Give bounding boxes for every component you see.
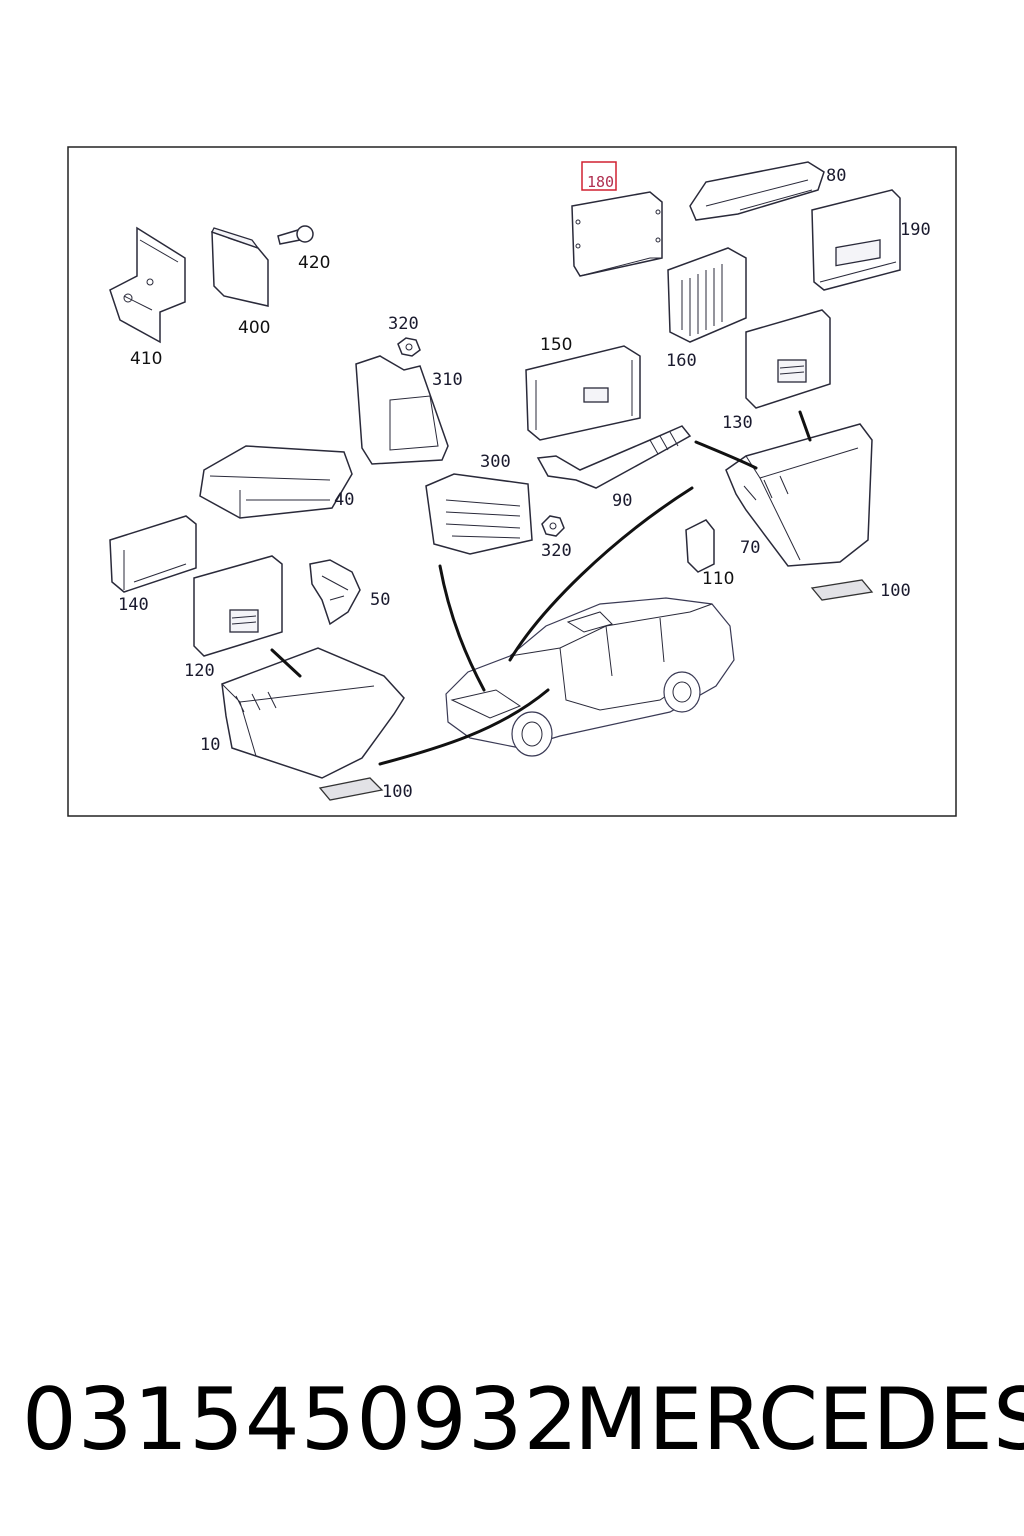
part-100-pad-right <box>810 579 874 601</box>
part-150-module <box>525 345 641 441</box>
part-320-nut-lower <box>541 515 565 537</box>
label-80: 80 <box>826 166 846 186</box>
label-110: 110 <box>702 569 734 589</box>
label-100-right: 100 <box>880 581 911 601</box>
part-70-housing <box>725 423 873 567</box>
part-320-nut-top <box>397 337 421 357</box>
label-140: 140 <box>118 595 149 615</box>
part-40-module <box>199 445 353 519</box>
diagram-frame <box>67 146 957 817</box>
highlight-box-180 <box>581 161 617 191</box>
label-120: 120 <box>184 661 215 681</box>
label-300: 300 <box>480 452 511 472</box>
car-illustration <box>445 597 735 757</box>
label-40: 40 <box>334 490 354 510</box>
part-80-cover <box>689 161 825 221</box>
part-180-module <box>571 191 663 277</box>
part-10-housing <box>221 647 405 779</box>
label-10: 10 <box>200 735 220 755</box>
part-300-module <box>425 473 533 555</box>
label-310: 310 <box>432 370 463 390</box>
label-410: 410 <box>130 349 162 369</box>
label-50: 50 <box>370 590 390 610</box>
brand-name: MERCEDES <box>574 1370 1024 1470</box>
part-110-clip <box>685 519 715 573</box>
part-120-module <box>193 555 283 657</box>
part-100-pad-left <box>318 777 384 801</box>
parts-diagram: 410 400 420 180 80 190 160 <box>67 146 957 817</box>
label-420: 420 <box>298 253 330 273</box>
label-400: 400 <box>238 318 270 338</box>
part-310-bracket <box>355 355 449 465</box>
part-130-module <box>745 309 831 409</box>
part-140-module <box>109 515 197 593</box>
part-90-duct <box>536 425 692 489</box>
label-180: 180 <box>587 173 614 191</box>
part-190-module <box>811 189 901 291</box>
label-160: 160 <box>666 351 697 371</box>
label-150: 150 <box>540 335 572 355</box>
label-90: 90 <box>612 491 632 511</box>
product-caption: 0315450932 MERCEDES <box>0 1370 1024 1480</box>
part-420-screw <box>277 225 314 245</box>
part-400-module <box>211 227 269 307</box>
label-190: 190 <box>900 220 931 240</box>
part-160-module <box>667 247 747 343</box>
part-410-bracket <box>109 226 186 344</box>
label-320-top: 320 <box>388 314 419 334</box>
label-70: 70 <box>740 538 760 558</box>
label-130: 130 <box>722 413 753 433</box>
part-number: 0315450932 <box>22 1370 580 1470</box>
label-100-left: 100 <box>382 782 413 802</box>
label-320-lower: 320 <box>541 541 572 561</box>
part-50-bracket <box>309 559 361 626</box>
lead-lines <box>270 410 812 766</box>
